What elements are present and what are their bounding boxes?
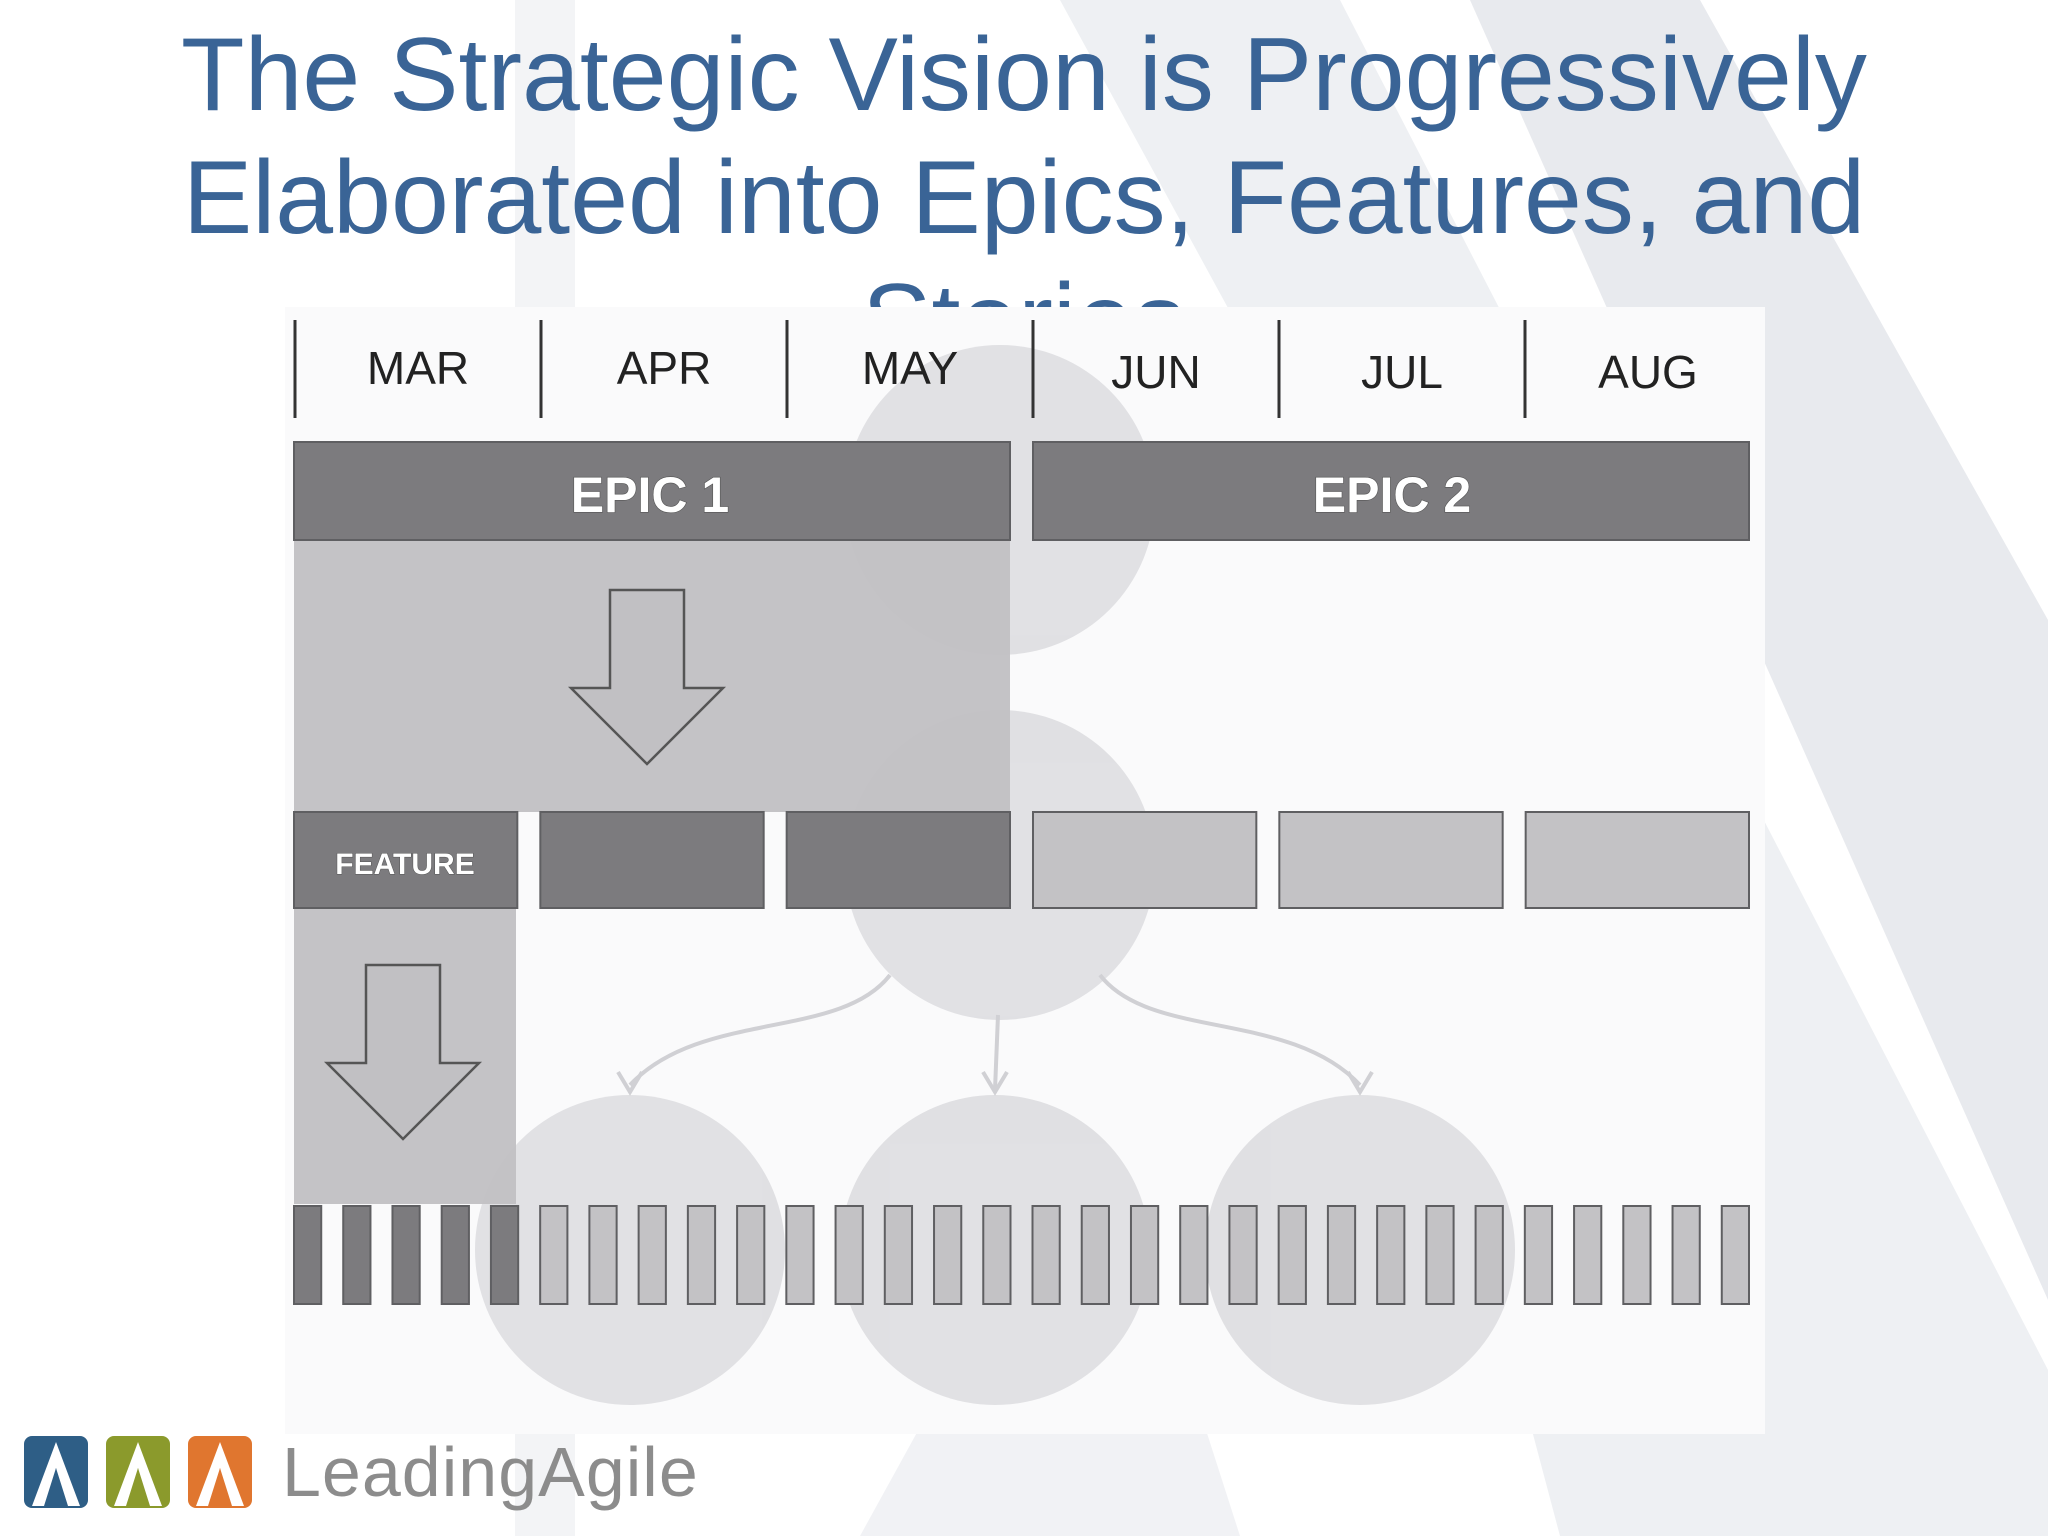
- story-box: [1031, 1205, 1061, 1305]
- story-box: [342, 1205, 372, 1305]
- feature-box: [293, 811, 519, 909]
- feature-box: [1524, 811, 1750, 909]
- month-label-apr: APR: [617, 342, 712, 394]
- feature-box: [1278, 811, 1504, 909]
- connector-right: [1098, 973, 1362, 1087]
- feature-label: FEATURE: [335, 848, 474, 881]
- story-box: [1326, 1205, 1357, 1305]
- logo-wordmark: LeadingAgile: [282, 1433, 699, 1511]
- story-box: [1573, 1205, 1603, 1305]
- story-box: [539, 1205, 569, 1305]
- month-label-jun: JUN: [1111, 346, 1200, 398]
- month-label-mar: MAR: [367, 342, 469, 394]
- title-line-3: Stories: [110, 260, 1938, 314]
- connector-center-head: [981, 1070, 1009, 1096]
- story-box: [1179, 1205, 1209, 1305]
- watermark-circle-bottom-right: [1205, 1095, 1515, 1405]
- epic-label-2: EPIC 2: [1313, 467, 1471, 523]
- story-box: [1671, 1205, 1701, 1305]
- epic-bar-2: [1032, 441, 1750, 541]
- story-box: [1622, 1205, 1652, 1305]
- feature-box: [785, 811, 1012, 909]
- connector-left: [628, 973, 892, 1087]
- epic-row: EPIC 1 EPIC 2: [293, 441, 1750, 541]
- story-box: [293, 1205, 323, 1305]
- connector-right-head: [1346, 1070, 1374, 1096]
- story-box: [1277, 1205, 1307, 1305]
- story-box: [489, 1205, 520, 1305]
- title-line-2: Elaborated into Epics, Features, and: [182, 140, 1866, 256]
- story-box: [785, 1205, 815, 1305]
- story-box: [637, 1205, 667, 1305]
- story-box: [883, 1205, 914, 1305]
- story-box: [736, 1205, 766, 1305]
- feature-row: [293, 811, 1750, 909]
- story-box: [1523, 1205, 1554, 1305]
- story-box: [1080, 1205, 1110, 1305]
- story-box: [1474, 1205, 1504, 1305]
- story-box: [440, 1205, 470, 1305]
- story-box: [1129, 1205, 1160, 1305]
- story-box: [391, 1205, 421, 1305]
- story-box: [933, 1205, 963, 1305]
- logo-icon-orange: [188, 1436, 252, 1508]
- feature-box: [539, 811, 765, 909]
- story-box: [588, 1205, 618, 1305]
- story-box: [1425, 1205, 1455, 1305]
- feature-box: [1032, 811, 1258, 909]
- story-box: [982, 1205, 1012, 1305]
- timeline-header: MAR APR MAY JUN JUL AUG: [293, 320, 1698, 418]
- month-label-jul: JUL: [1361, 346, 1443, 398]
- story-box: [1720, 1205, 1751, 1305]
- logo-icon-green: [106, 1436, 170, 1508]
- leadingagile-logo: [24, 1436, 252, 1508]
- down-arrow-icon: [323, 963, 483, 1141]
- story-box: [1376, 1205, 1406, 1305]
- month-label-may: MAY: [862, 342, 958, 394]
- slide-title: The Strategic Vision is Progressively El…: [110, 14, 1938, 314]
- epic-label-1: EPIC 1: [571, 467, 729, 523]
- epic-bar-1: [293, 441, 1011, 541]
- story-row: [293, 1205, 1751, 1305]
- connector-left-head: [616, 1070, 644, 1096]
- story-box: [1228, 1205, 1258, 1305]
- watermark-circle-bottom-left: [475, 1095, 785, 1405]
- title-line-1: The Strategic Vision is Progressively: [181, 17, 1867, 133]
- story-box: [686, 1205, 717, 1305]
- down-arrow-icon: [567, 588, 727, 766]
- logo-icon-blue: [24, 1436, 88, 1508]
- story-box: [834, 1205, 864, 1305]
- hierarchy-connectors: [616, 973, 1374, 1096]
- month-label-aug: AUG: [1598, 346, 1698, 398]
- connector-center: [993, 1014, 1000, 1091]
